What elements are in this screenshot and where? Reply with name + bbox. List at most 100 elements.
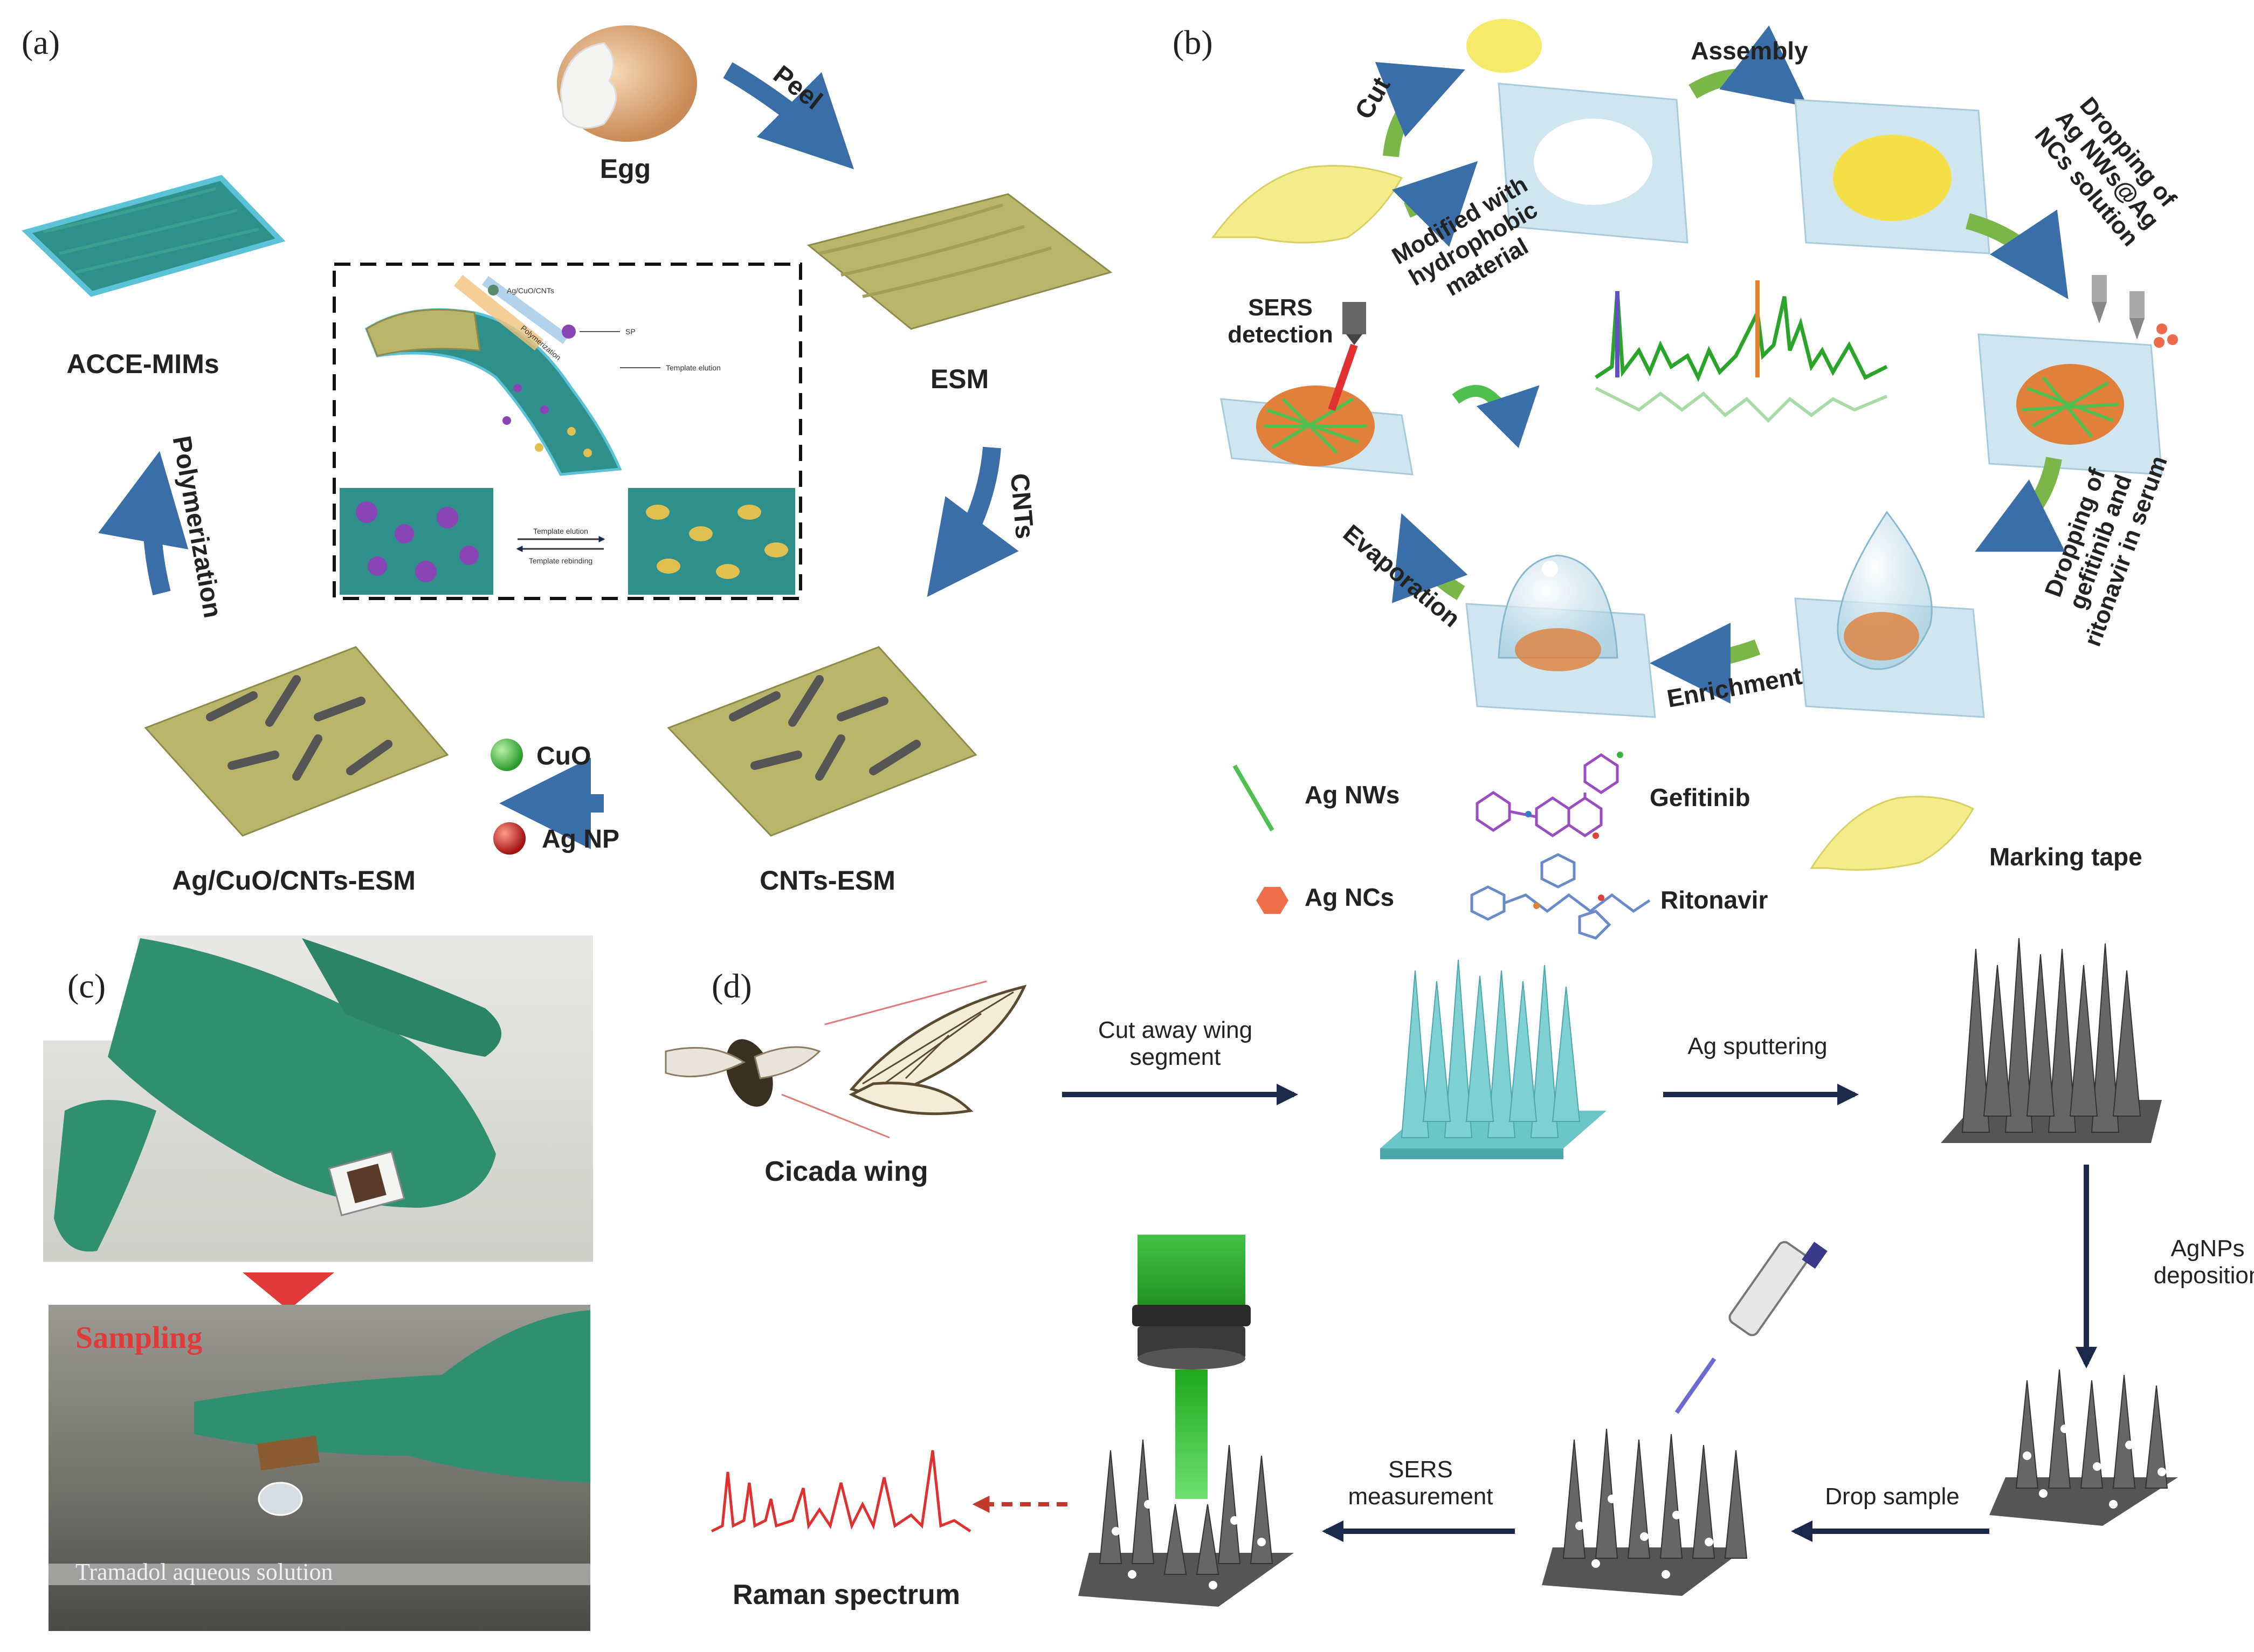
legend-ag-nws: Ag NWs <box>1305 781 1400 809</box>
svg-text:SERS: SERS <box>1248 294 1313 321</box>
cnts-esm-membrane <box>667 646 977 837</box>
objective-lens-icon <box>1132 1235 1251 1369</box>
panel-d-letter: (d) <box>712 967 752 1005</box>
panel-d: (d) Cicada wing Cut away wing segment <box>665 938 2254 1610</box>
panel-c: (c) Sampling Tramadol aqueous solution <box>22 935 593 1631</box>
arrow-modified <box>1392 161 1478 247</box>
arrow-sers-to-spectrum <box>1452 385 1540 449</box>
pipette-tips-icon <box>2092 275 2178 348</box>
droplet-substrate-right <box>1794 511 1985 718</box>
label-esm: ESM <box>930 364 989 394</box>
cut-disc <box>1466 19 1542 73</box>
arrow-peel <box>723 62 854 170</box>
panel-a: (a) Egg Peel ESM CNTs <box>22 23 1113 896</box>
liquid-droplet <box>258 1482 303 1516</box>
label-agnps-1: AgNPs <box>2171 1235 2245 1262</box>
yellow-tape <box>1211 165 1403 244</box>
esm-membrane <box>807 193 1113 330</box>
arrow-cnts <box>927 446 1019 597</box>
substrate-with-hole <box>1498 82 1688 244</box>
label-ag-sputtering: Ag sputtering <box>1687 1033 1827 1059</box>
acce-mims-membrane <box>22 175 286 297</box>
label-cut-away-1: Cut away wing <box>1098 1017 1252 1043</box>
inset-tile-right-particles <box>646 505 788 579</box>
label-polymerization: Polymerization <box>167 434 227 620</box>
glove-fingers-icon <box>54 938 501 1252</box>
substrate-agnw-right <box>1977 333 2163 476</box>
assembled-substrate <box>1794 99 1990 254</box>
sampling-patch <box>257 1435 320 1471</box>
legend-marking-tape-icon <box>1810 796 1975 871</box>
arrow-cut <box>1375 61 1465 157</box>
arrow-evaporation <box>1391 513 1468 603</box>
sers-substrate-left <box>1220 302 1414 476</box>
label-tramadol-solution: Tramadol aqueous solution <box>75 1559 333 1585</box>
inset-legend-agcuocnts: Ag/CuO/CNTs <box>507 286 554 295</box>
arrow-dropping-gef <box>1975 457 2065 552</box>
label-cut: Cut <box>1350 72 1396 124</box>
raman-spectrum-line <box>711 1450 971 1533</box>
egg-icon <box>557 25 697 142</box>
panel-c-letter: (c) <box>67 967 106 1005</box>
label-cnts: CNTs <box>1005 472 1039 540</box>
cicada-icon <box>665 1039 821 1107</box>
label-agnps-2: deposition <box>2154 1262 2254 1289</box>
label-egg: Egg <box>600 154 651 184</box>
pipette-icon <box>1674 1241 1828 1414</box>
panel-a-inset: Ag/CuO/CNTs SP Template elution Polymeri… <box>333 263 802 600</box>
label-raman-spectrum: Raman spectrum <box>733 1579 960 1610</box>
nanopillar-agnps-middle <box>1542 1428 1748 1596</box>
arrow-dropping-ag <box>1965 209 2069 299</box>
label-cnts-esm: CNTs-ESM <box>760 865 895 896</box>
label-dropping-ag: Dropping of Ag NWs@Ag NCs solution <box>2029 92 2181 251</box>
legend-ag-nws-line <box>1232 764 1274 832</box>
legend-marking-tape: Marking tape <box>1989 843 2142 871</box>
label-sers-measurement-2: measurement <box>1348 1483 1493 1510</box>
sers-spectrum <box>1595 280 1888 423</box>
label-sers-detection: SERS detection <box>1228 294 1333 348</box>
inset-template-elution-2: Template elution <box>533 527 588 535</box>
label-assembly: Assembly <box>1691 37 1808 65</box>
label-sers-measurement-1: SERS <box>1388 1456 1453 1483</box>
label-ag-cuo-cnts-esm: Ag/CuO/CNTs-ESM <box>172 865 416 896</box>
nanopillar-agnps-left <box>1078 1439 1294 1607</box>
inset-template-elution: Template elution <box>666 363 721 372</box>
panel-b: (b) Cut Modified with hydrophobic materi… <box>1173 19 2181 940</box>
laser-beam <box>1175 1369 1208 1499</box>
arrow-assembly <box>1688 25 1808 107</box>
inset-legend-sp-dot <box>562 325 576 339</box>
inset-particles <box>502 384 592 457</box>
legend-ritonavir: Ritonavir <box>1660 886 1768 914</box>
ritonavir-molecule-icon <box>1470 853 1651 940</box>
label-drop-sample: Drop sample <box>1825 1483 1959 1510</box>
gefitinib-molecule-icon <box>1476 752 1623 839</box>
nanopillar-array-cyan <box>1380 959 1607 1159</box>
nanopillar-array-silver <box>1941 938 2162 1143</box>
panel-b-letter: (b) <box>1173 23 1213 61</box>
inset-legend-agcuocnts-dot <box>488 285 499 295</box>
label-sampling: Sampling <box>75 1320 202 1355</box>
cuo-ball-icon <box>491 739 523 771</box>
label-cicada-wing: Cicada wing <box>764 1156 928 1187</box>
dome-substrate-middle <box>1465 554 1656 718</box>
label-ag-np: Ag NP <box>542 825 619 853</box>
arrow-enrichment <box>1650 622 1761 704</box>
cicada-wing-icon <box>849 985 1027 1116</box>
label-cuo: CuO <box>536 742 591 770</box>
ag-np-ball-icon <box>493 822 526 855</box>
inset-template-rebinding: Template rebinding <box>529 556 592 565</box>
legend-gefitinib: Gefitinib <box>1650 783 1750 811</box>
label-cut-away-2: segment <box>1130 1044 1221 1070</box>
arrow-polymerization <box>98 451 189 596</box>
ag-cuo-cnts-esm-membrane <box>144 646 449 837</box>
inset-tile-left-particles <box>356 501 479 582</box>
nanopillar-agnps-right <box>1989 1369 2178 1526</box>
legend-ag-ncs-hexagon <box>1256 887 1288 914</box>
panel-a-letter: (a) <box>22 23 60 61</box>
label-acce-mims: ACCE-MIMs <box>66 349 219 379</box>
inset-legend-sp: SP <box>625 327 636 336</box>
down-triangle-icon <box>243 1272 334 1310</box>
svg-text:detection: detection <box>1228 321 1333 348</box>
legend-ag-ncs: Ag NCs <box>1305 883 1394 911</box>
